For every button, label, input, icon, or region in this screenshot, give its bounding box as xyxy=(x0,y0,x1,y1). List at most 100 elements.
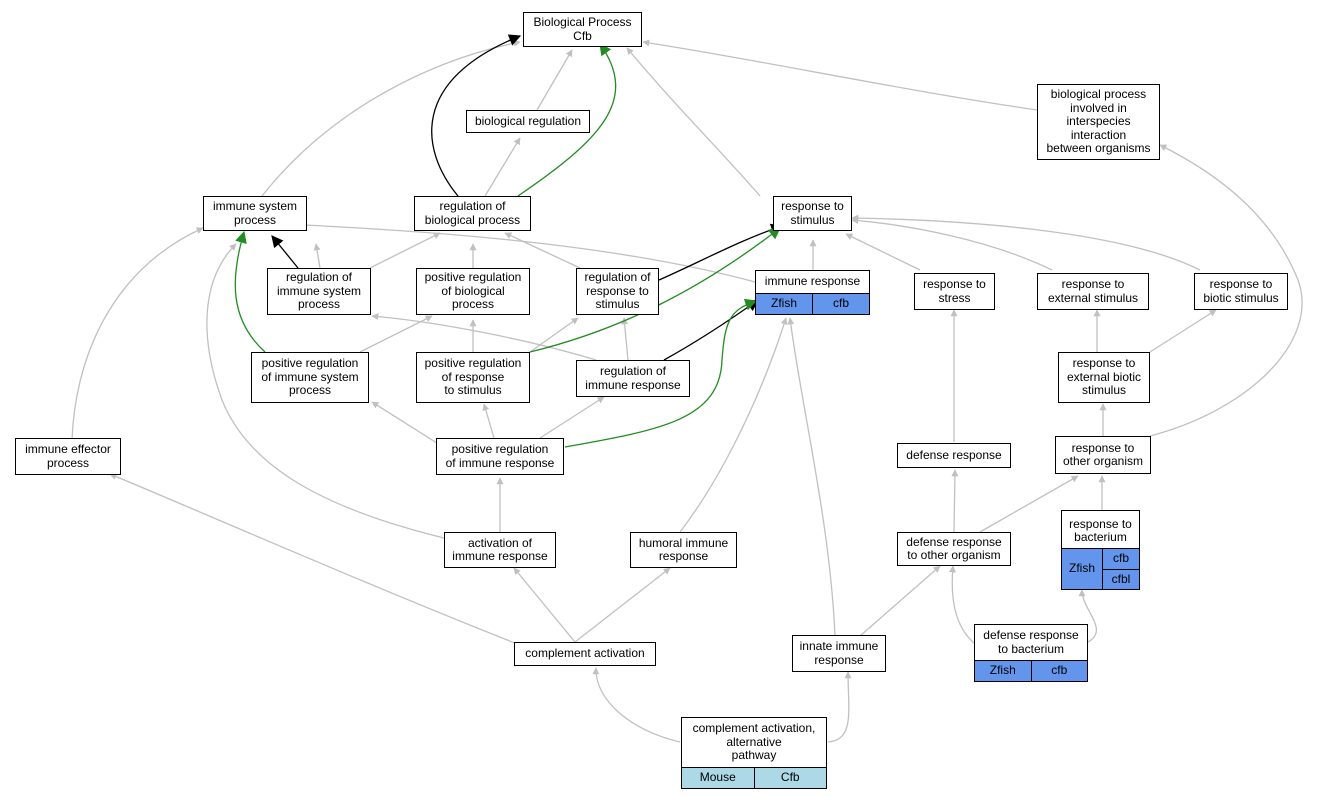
node-label: alternative xyxy=(726,734,782,749)
node-label: response xyxy=(658,549,709,563)
node-label: stimulus xyxy=(595,297,640,312)
edge-positively-regulates xyxy=(234,230,266,353)
node-label: response to xyxy=(923,277,986,291)
node-label: process xyxy=(46,455,90,470)
edge-positively-regulates xyxy=(517,43,617,197)
node-label: process xyxy=(288,383,332,398)
node-label: to other organism xyxy=(907,548,1001,562)
edge xyxy=(845,233,921,271)
node-label: response xyxy=(814,652,864,667)
node-label: humoral immune xyxy=(638,535,729,550)
edge xyxy=(1078,589,1097,643)
node-label: response to xyxy=(1061,277,1125,291)
node-label: external biotic xyxy=(1066,369,1142,384)
node-label: interaction xyxy=(1070,127,1127,142)
node-biological-regulation[interactable]: biological regulation xyxy=(466,110,590,133)
node-immune-response[interactable]: immune response Zfish cfb xyxy=(755,270,870,315)
edge xyxy=(539,396,605,439)
node-label: defense response xyxy=(906,447,1002,462)
node-label: response to xyxy=(781,199,844,213)
gene-cell: cfb xyxy=(1030,661,1087,681)
node-label: positive regulation xyxy=(261,356,359,371)
node-label: regulation of xyxy=(584,270,651,285)
edge xyxy=(313,243,321,269)
gene-cell: cfbl xyxy=(1103,568,1139,590)
node-label: stimulus xyxy=(790,212,835,227)
node-label: process xyxy=(451,297,495,312)
edge xyxy=(529,317,579,353)
edge-positively-regulates xyxy=(564,298,758,448)
node-label: complement activation, xyxy=(692,721,816,736)
gene-cell: cfb xyxy=(1112,551,1129,565)
gene-annotation-row: Zfish cfb xyxy=(975,660,1087,681)
edge xyxy=(642,39,1038,111)
node-label: innate immune xyxy=(799,639,879,653)
node-label: positive regulation xyxy=(424,270,522,285)
edge xyxy=(1149,309,1217,353)
node-label: pathway xyxy=(731,748,777,763)
node-label: immune system xyxy=(212,199,298,213)
node-label: stimulus xyxy=(1081,383,1126,398)
node-label: activation of xyxy=(467,535,533,550)
edge xyxy=(859,565,941,637)
edge xyxy=(979,475,1079,533)
node-label: immune effector xyxy=(25,442,111,456)
edge xyxy=(1149,144,1303,437)
node-label: process xyxy=(297,297,341,312)
node-label: response to xyxy=(586,283,649,298)
node-complement-activation[interactable]: complement activation xyxy=(514,642,656,666)
node-label: interspecies xyxy=(1066,114,1131,129)
node-defense-response[interactable]: defense response xyxy=(897,443,1011,468)
edge xyxy=(71,227,204,441)
edge xyxy=(536,49,573,111)
edge xyxy=(504,232,581,269)
edge xyxy=(679,317,788,533)
node-label: biological process xyxy=(424,212,521,227)
node-label: of immune response xyxy=(445,455,555,470)
node-label: biotic stimulus xyxy=(1203,290,1279,305)
node-label: to stimulus xyxy=(444,383,502,398)
node-label: immune response xyxy=(585,377,681,392)
node-label: defense response xyxy=(906,534,1002,549)
gene-annotation-grid: Zfish cfb cfbl xyxy=(1062,548,1139,589)
node-label: involved in xyxy=(1070,100,1127,115)
node-label: stress xyxy=(938,290,971,305)
node-label: response to xyxy=(1209,277,1273,291)
edge xyxy=(787,317,836,637)
edge xyxy=(371,401,441,446)
edge xyxy=(827,671,852,743)
node-label: of biological xyxy=(441,283,505,298)
node-label: immune response xyxy=(764,274,861,289)
node-label: bacterium xyxy=(1074,530,1127,544)
gene-cell: cfb xyxy=(812,294,869,314)
node-label: immune response xyxy=(452,549,548,563)
node-label: to bacterium xyxy=(997,641,1065,656)
edge xyxy=(574,567,671,643)
edge-regulates xyxy=(431,34,522,197)
